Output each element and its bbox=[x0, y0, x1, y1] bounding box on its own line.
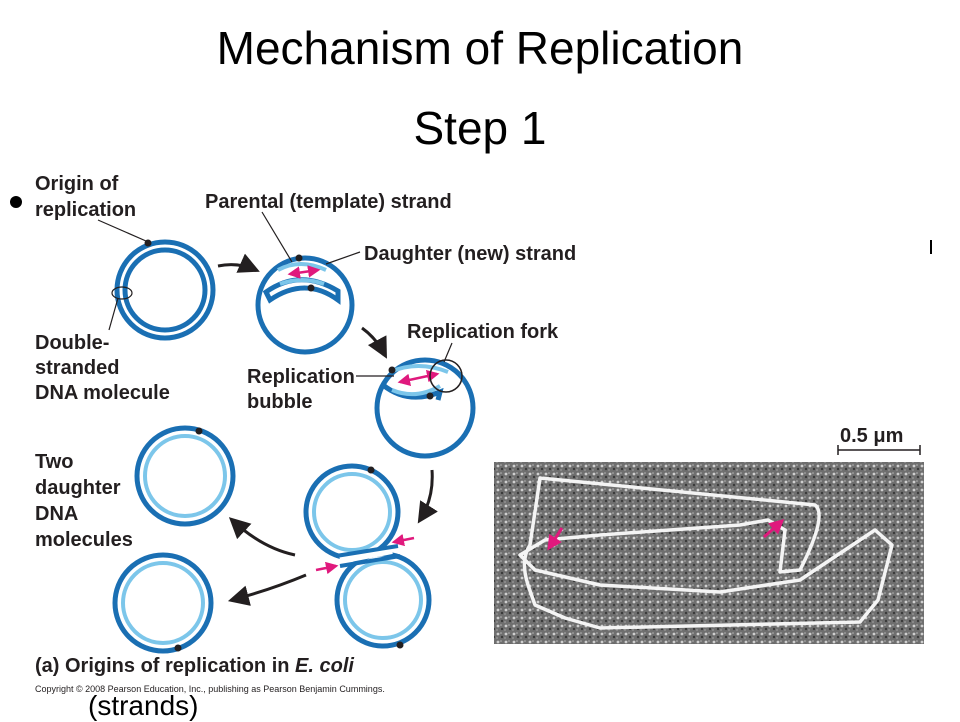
label-daughter-strand: Daughter (new) strand bbox=[364, 243, 576, 265]
label-ds-line3: DNA molecule bbox=[35, 382, 170, 404]
label-two-line3: DNA bbox=[35, 503, 78, 525]
slide-subtitle: Step 1 bbox=[413, 102, 547, 154]
slide-title: Mechanism of Replication bbox=[216, 22, 744, 74]
label-two-line4: molecules bbox=[35, 529, 133, 551]
label-bubble-line1: Replication bbox=[247, 366, 355, 388]
copyright-notice: Copyright © 2008 Pearson Education, Inc.… bbox=[35, 684, 385, 694]
label-two-line2: daughter bbox=[35, 477, 121, 499]
label-parental-strand: Parental (template) strand bbox=[205, 191, 452, 213]
dna-figure-eight bbox=[303, 463, 432, 649]
label-origin-line1: Origin of bbox=[35, 173, 119, 195]
daughter-molecule-top bbox=[134, 425, 236, 527]
caption-prefix: (a) Origins of replication in bbox=[35, 655, 295, 677]
process-arrows bbox=[217, 253, 438, 606]
figure-caption: (a) Origins of replication in E. coli bbox=[35, 655, 354, 677]
label-ds-line1: Double- bbox=[35, 332, 109, 354]
stray-tick-mark bbox=[930, 240, 932, 254]
footer-text: (strands) bbox=[88, 690, 199, 721]
scale-bar-label: 0.5 μm bbox=[840, 425, 903, 447]
leader-lines bbox=[97, 211, 453, 377]
bullet-dot bbox=[10, 196, 22, 208]
dna-circle-early-bubble bbox=[255, 254, 355, 355]
caption-species: E. coli bbox=[295, 655, 354, 677]
electron-micrograph bbox=[494, 462, 924, 644]
label-replication-fork: Replication fork bbox=[407, 321, 559, 343]
label-origin-line2: replication bbox=[35, 199, 136, 221]
label-bubble-line2: bubble bbox=[247, 391, 313, 413]
scale-bar bbox=[837, 445, 921, 455]
label-two-line1: Two bbox=[35, 451, 74, 473]
label-ds-line2: stranded bbox=[35, 357, 119, 379]
dna-circle-intact bbox=[111, 239, 216, 341]
dna-circle-replication-bubble bbox=[374, 357, 476, 459]
daughter-molecule-bottom bbox=[112, 552, 214, 654]
